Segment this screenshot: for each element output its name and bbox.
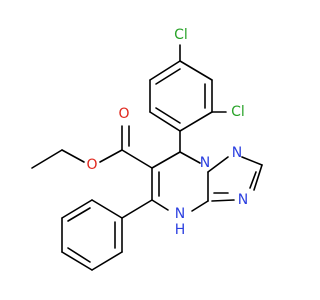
- triazole-nitrogen-1: N: [200, 155, 210, 171]
- nh-hydrogen-label: H: [175, 222, 186, 238]
- bond: [179, 60, 213, 81]
- phenyl-ring: [61, 199, 153, 271]
- bond: [67, 247, 91, 263]
- bond: [241, 156, 263, 166]
- bond: [151, 151, 181, 169]
- bond: [61, 199, 93, 219]
- nh-nitrogen-label: N: [175, 206, 185, 222]
- triazole-nitrogen-3: N: [238, 192, 248, 208]
- bond: [179, 111, 213, 132]
- triazole-ring: [207, 156, 263, 202]
- bond: [191, 200, 209, 212]
- chlorine-label-right: Cl: [231, 104, 245, 120]
- bond: [61, 149, 85, 163]
- bond: [91, 199, 123, 219]
- molecule-structure: Cl Cl O O N N N N H: [31, 27, 263, 271]
- bond: [67, 207, 91, 222]
- triazole-nitrogen-2: N: [232, 145, 242, 161]
- dichlorophenyl-ring: [149, 60, 213, 132]
- bond: [61, 251, 93, 271]
- bond: [91, 251, 123, 271]
- bond: [253, 164, 263, 191]
- pyrimidine-ring: [151, 151, 209, 212]
- bond: [155, 107, 181, 124]
- bond: [99, 149, 123, 163]
- bond: [155, 68, 181, 85]
- chlorine-label-top: Cl: [174, 27, 188, 43]
- bond: [31, 149, 63, 169]
- bond: [207, 156, 229, 173]
- bond: [121, 199, 153, 219]
- bond: [179, 151, 201, 164]
- bond: [211, 199, 235, 202]
- ester-oxygen-label: O: [86, 157, 97, 173]
- bond: [151, 199, 169, 211]
- bond: [149, 111, 181, 132]
- carbonyl-oxygen-label: O: [118, 106, 129, 122]
- bond: [249, 171, 257, 189]
- ester-group: [31, 125, 153, 169]
- bond: [149, 60, 181, 81]
- bond: [121, 149, 153, 169]
